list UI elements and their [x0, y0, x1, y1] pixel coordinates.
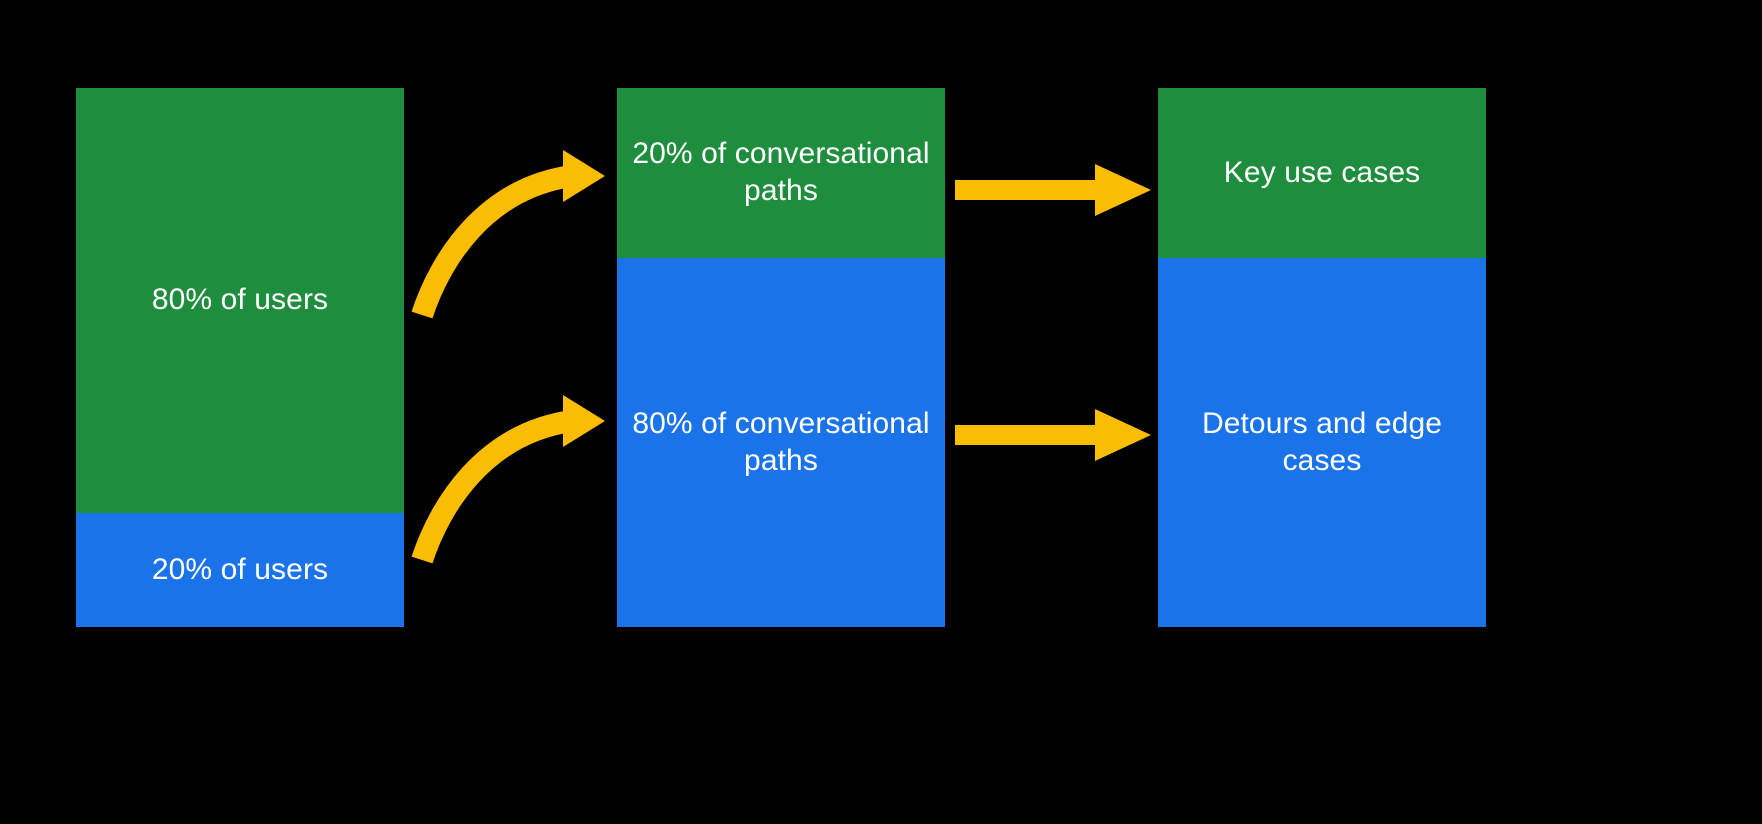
segment-paths-20: 20% of conversational paths — [617, 88, 945, 258]
curved-arrow-up-second-icon — [411, 395, 605, 564]
straight-arrow-right-icon — [955, 164, 1151, 216]
use-cases-column: Key use cases Detours and edge cases — [1158, 88, 1486, 627]
segment-paths-80: 80% of conversational paths — [617, 258, 945, 627]
segment-users-20: 20% of users — [76, 513, 404, 627]
curved-arrow-up-icon — [411, 150, 605, 319]
users-column: 80% of users 20% of users — [76, 88, 404, 627]
segment-users-80: 80% of users — [76, 88, 404, 513]
segment-key-use-cases: Key use cases — [1158, 88, 1486, 258]
straight-arrow-right-second-icon — [955, 409, 1151, 461]
conversational-paths-column: 20% of conversational paths 80% of conve… — [617, 88, 945, 627]
segment-detours-and-edge-cases: Detours and edge cases — [1158, 258, 1486, 627]
